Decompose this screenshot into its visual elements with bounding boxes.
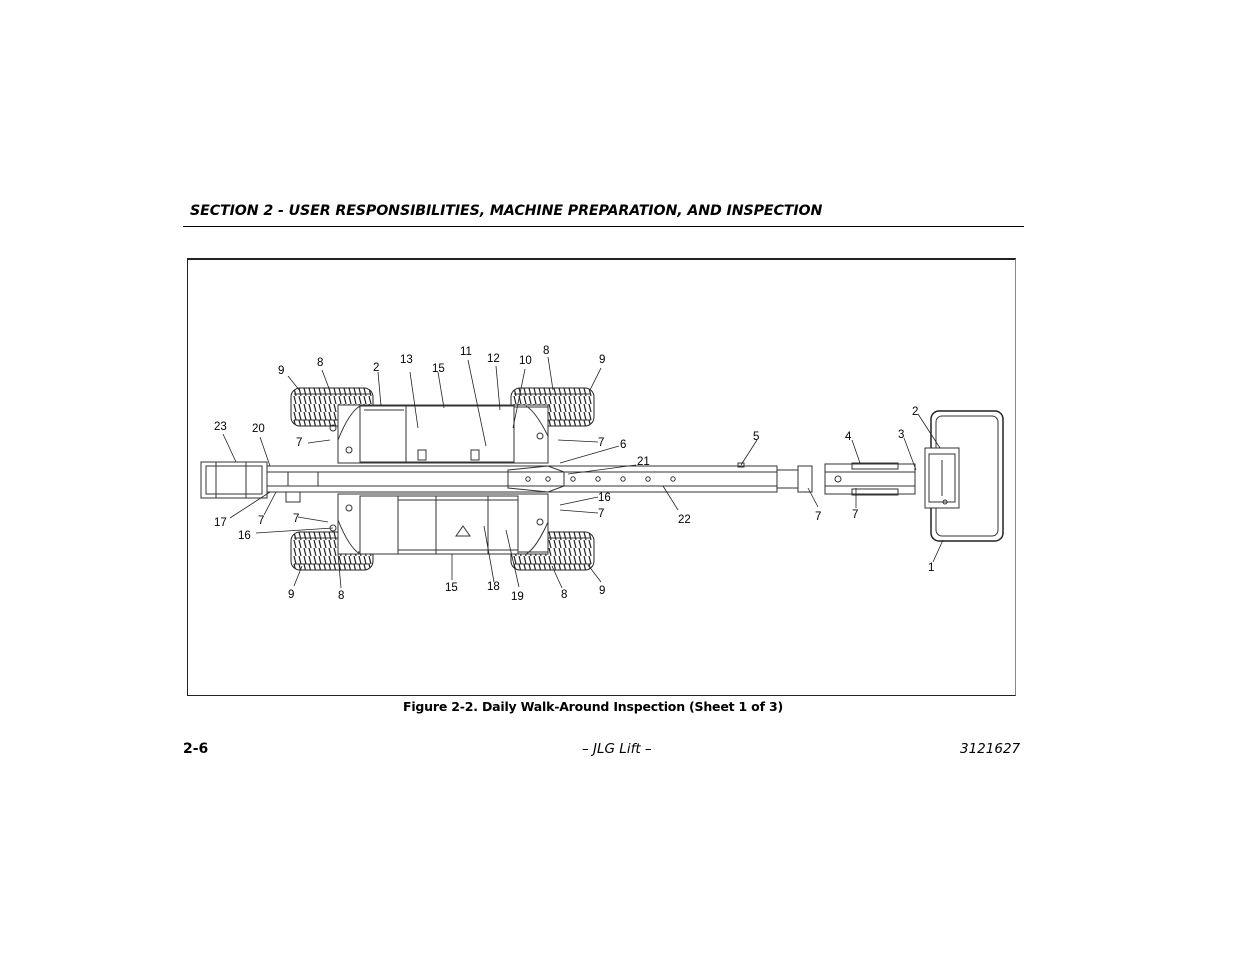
callout-label: 4 (845, 431, 852, 443)
page-number: 2-6 (183, 741, 209, 757)
callout-label: 23 (214, 421, 227, 433)
callout-label: 15 (432, 363, 445, 375)
callout-label: 3 (898, 429, 904, 441)
callout-label: 7 (293, 513, 299, 525)
machine-drawing: 9 8 2 13 15 11 12 10 8 9 23 20 7 7 6 5 4… (200, 345, 1004, 603)
footer-center-text: – JLG Lift – (582, 741, 652, 757)
header-rule (183, 226, 1024, 227)
callout-label: 13 (400, 354, 413, 366)
callout-label: 12 (487, 353, 500, 365)
callout-label: 7 (815, 511, 821, 523)
callout-label: 9 (288, 589, 294, 601)
callout-label: 18 (487, 581, 500, 593)
callout-label: 8 (317, 357, 323, 369)
callout-label: 2 (912, 406, 918, 418)
callout-label: 8 (338, 590, 344, 602)
callout-label: 8 (561, 589, 567, 601)
callout-label: 2 (373, 362, 379, 374)
section-header: SECTION 2 - USER RESPONSIBILITIES, MACHI… (190, 203, 823, 219)
callout-label: 15 (445, 582, 458, 594)
callout-label: 7 (296, 437, 302, 449)
callout-label: 7 (598, 437, 604, 449)
callout-label: 9 (278, 365, 284, 377)
boom (266, 462, 778, 493)
callout-label: 21 (637, 456, 650, 468)
callout-label: 19 (511, 591, 524, 603)
callout-label: 7 (258, 515, 264, 527)
callout-label: 1 (928, 562, 934, 574)
callout-label: 22 (678, 514, 691, 526)
callout-label: 17 (214, 517, 227, 529)
callout-label: 6 (620, 439, 626, 451)
rear-counterweight (200, 461, 268, 499)
callout-label: 5 (753, 431, 759, 443)
callout-label: 16 (238, 530, 251, 542)
hydraulic-compartment (359, 495, 401, 555)
callout-label: 7 (852, 509, 858, 521)
callout-label: 16 (598, 492, 611, 504)
callout-label: 8 (543, 345, 549, 357)
callout-label: 9 (599, 585, 605, 597)
callout-label: 7 (598, 508, 604, 520)
callout-label: 9 (599, 354, 605, 366)
figure-frame: 9 8 2 13 15 11 12 10 8 9 23 20 7 7 6 5 4… (187, 258, 1016, 696)
callout-labels: 9 8 2 13 15 11 12 10 8 9 23 20 7 7 6 5 4… (214, 345, 934, 603)
document-number: 3121627 (960, 741, 1021, 757)
callout-label: 11 (460, 346, 472, 358)
figure-caption: Figure 2-2. Daily Walk-Around Inspection… (403, 699, 783, 714)
callout-label: 20 (252, 423, 265, 435)
jib (776, 462, 916, 496)
platform (924, 410, 1004, 542)
battery-compartment (359, 405, 409, 463)
callout-label: 10 (519, 355, 532, 367)
